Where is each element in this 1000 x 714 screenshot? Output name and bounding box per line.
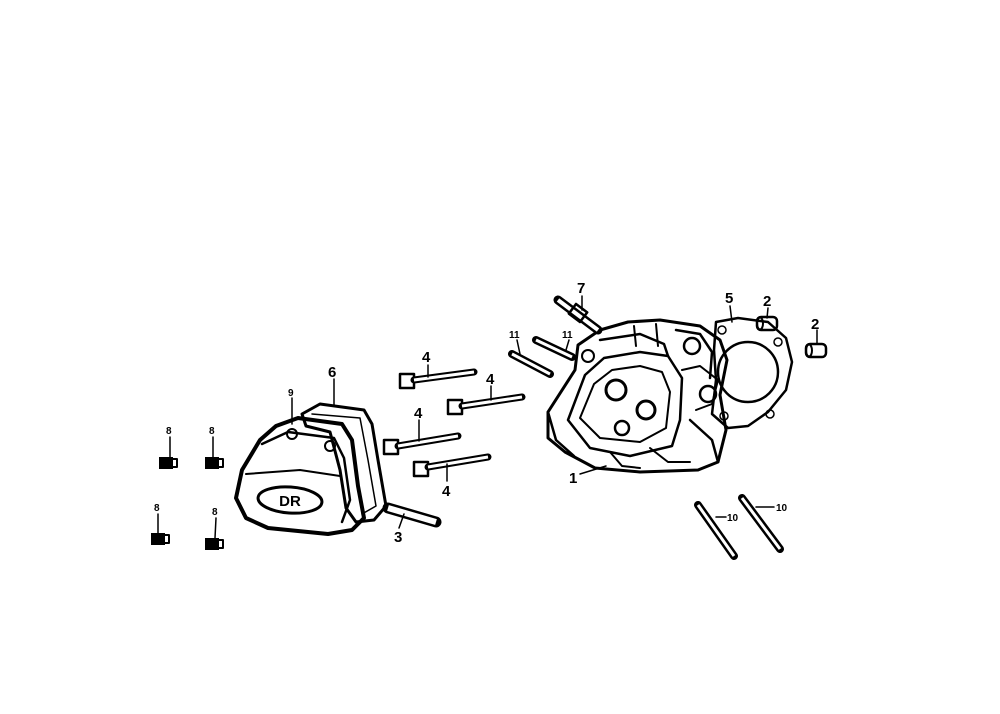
cap-nut[interactable]: [159, 457, 178, 469]
head-bolt[interactable]: [382, 432, 462, 456]
short-stud[interactable]: [532, 336, 576, 361]
cap-nut[interactable]: [151, 533, 170, 545]
callout-4d: 4: [442, 483, 451, 500]
callout-2b: 2: [811, 316, 819, 333]
head-gasket[interactable]: [710, 316, 794, 430]
cap-nut[interactable]: [205, 538, 224, 550]
head-cover[interactable]: DR: [234, 416, 366, 536]
head-bolt[interactable]: [446, 393, 526, 416]
callout-8b: 8: [209, 426, 215, 437]
cylinder-head[interactable]: [546, 318, 729, 474]
callout-1: 1: [569, 470, 577, 487]
callout-10a: 10: [727, 513, 739, 524]
callout-9: 9: [288, 388, 294, 399]
long-stud[interactable]: [738, 494, 784, 553]
callout-labels: 7 5 2 2 11 11 4 4 4 4 6 9 3 1 8 8 8 8 10…: [154, 280, 819, 546]
callout-8a: 8: [166, 426, 172, 437]
cover-logo: DR: [279, 493, 301, 510]
cover-gasket[interactable]: [300, 402, 388, 524]
callout-2a: 2: [763, 293, 771, 310]
leader-lines: [157, 295, 818, 539]
short-stud[interactable]: [508, 350, 554, 378]
callout-4a: 4: [422, 349, 431, 366]
callout-4b: 4: [486, 371, 495, 388]
callout-7: 7: [577, 280, 585, 297]
callout-5: 5: [725, 290, 733, 307]
callout-4c: 4: [414, 405, 423, 422]
callout-11b: 11: [562, 330, 573, 341]
dowel-pin[interactable]: [804, 342, 828, 359]
head-bolt[interactable]: [398, 368, 478, 390]
head-bolt[interactable]: [412, 453, 492, 478]
pipe[interactable]: [382, 502, 442, 528]
callout-10b: 10: [776, 503, 788, 514]
callout-3: 3: [394, 529, 402, 546]
callout-6: 6: [328, 364, 336, 381]
cap-nut[interactable]: [205, 457, 224, 469]
callout-8c: 8: [154, 503, 160, 514]
spark-plug[interactable]: [553, 295, 603, 335]
callout-11a: 11: [509, 330, 520, 341]
long-stud[interactable]: [694, 501, 738, 560]
callout-8d: 8: [212, 507, 218, 518]
